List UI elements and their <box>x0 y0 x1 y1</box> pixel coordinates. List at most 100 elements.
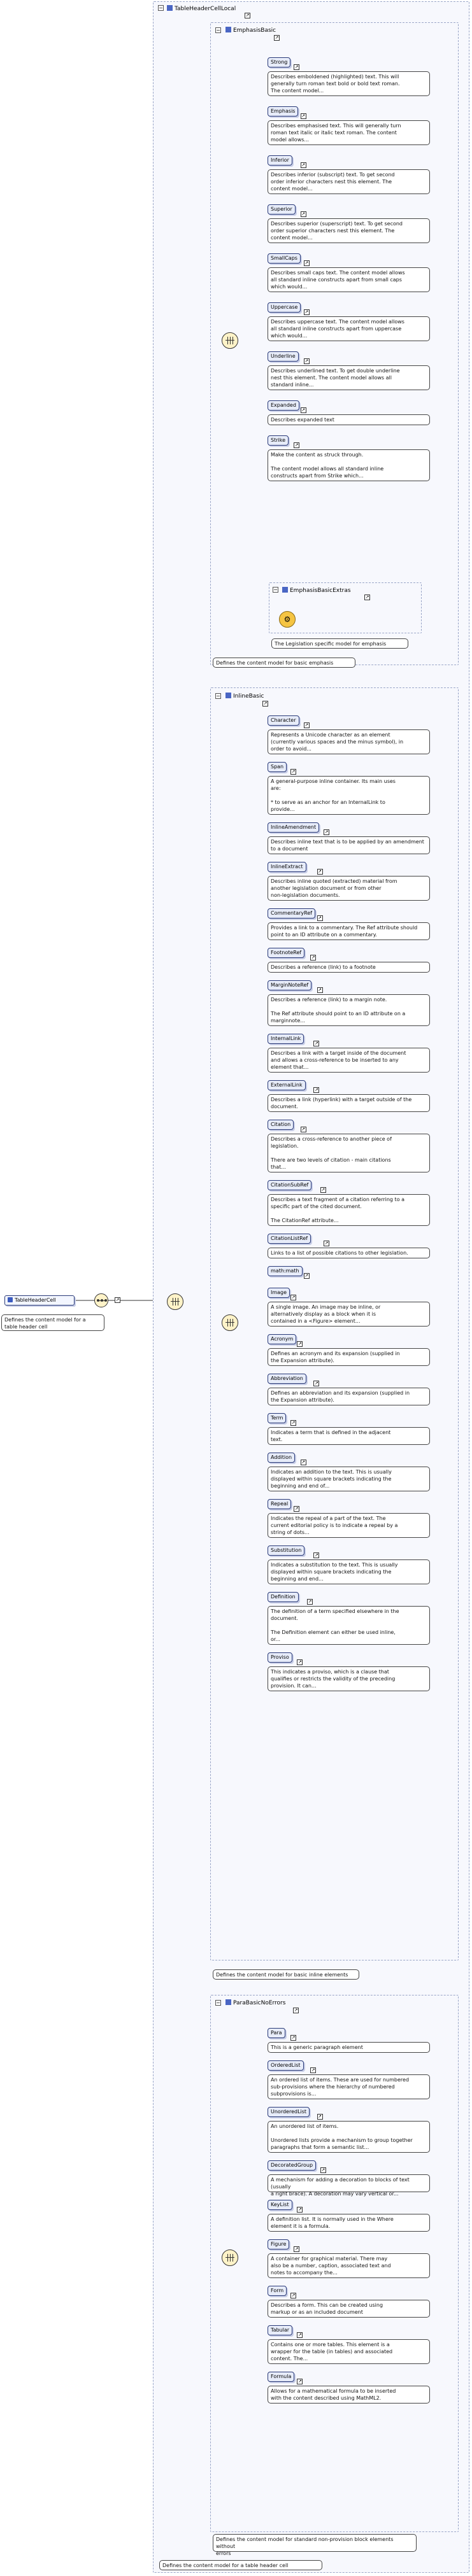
element-node[interactable]: Definition <box>268 1592 299 1602</box>
element-node[interactable]: Figure <box>268 2239 290 2249</box>
element-node[interactable]: Abbreviation <box>268 1374 306 1384</box>
element-label: Tabular <box>271 2327 290 2333</box>
element-link-icon[interactable]: ↗ <box>320 2167 326 2173</box>
element-node[interactable]: Strong <box>268 57 291 67</box>
element-link-icon[interactable]: ↗ <box>300 211 306 217</box>
element-link-icon[interactable]: ↗ <box>294 2246 300 2252</box>
element-description: A mechanism for adding a decoration to b… <box>268 2174 430 2197</box>
element-link-icon[interactable]: ↗ <box>294 64 300 70</box>
element-link-icon[interactable]: ↗ <box>300 1460 306 1465</box>
root-link-icon[interactable]: ↗ <box>115 1297 120 1303</box>
element-link-icon[interactable]: ↗ <box>307 1599 313 1605</box>
element-link-icon[interactable]: ↗ <box>313 1381 320 1386</box>
element-node[interactable]: Para <box>268 2028 285 2038</box>
collapse-toggle-para[interactable]: − <box>215 2000 221 2006</box>
collapse-toggle-emphasis[interactable]: − <box>215 27 221 33</box>
element-link-icon[interactable]: ↗ <box>303 722 310 728</box>
element-link-icon[interactable]: ↗ <box>290 1420 296 1426</box>
element-link-icon[interactable]: ↗ <box>313 1552 320 1558</box>
element-node[interactable]: Citation <box>268 1120 294 1130</box>
element-node[interactable]: CitationSubRef <box>268 1180 312 1190</box>
element-link-icon[interactable]: ↗ <box>300 1127 306 1132</box>
element-node[interactable]: DecoratedGroup <box>268 2160 317 2171</box>
element-link-icon[interactable]: ↗ <box>317 869 323 875</box>
element-link-icon[interactable]: ↗ <box>303 260 310 266</box>
element-link-icon[interactable]: ↗ <box>324 1241 329 1246</box>
element-node[interactable]: Character <box>268 715 299 726</box>
element-node[interactable]: Tabular <box>268 2325 293 2335</box>
element-node[interactable]: Uppercase <box>268 302 301 313</box>
para-choice-icon[interactable] <box>222 2249 238 2266</box>
element-link-icon[interactable]: ↗ <box>317 2114 323 2120</box>
inline-choice-icon[interactable] <box>222 1314 238 1331</box>
element-node[interactable]: InlineExtract <box>268 862 306 872</box>
element-node[interactable]: Formula <box>268 2372 295 2382</box>
element-link-icon[interactable]: ↗ <box>300 407 306 413</box>
inline-link-icon[interactable]: ↗ <box>262 701 268 707</box>
element-link-icon[interactable]: ↗ <box>324 829 329 835</box>
element-link-icon[interactable]: ↗ <box>303 309 310 315</box>
element-node[interactable]: Addition <box>268 1453 296 1463</box>
collapse-toggle-inline[interactable]: − <box>215 693 221 699</box>
element-node[interactable]: Form <box>268 2286 287 2296</box>
element-node[interactable]: FootnoteRef <box>268 948 305 958</box>
element-link-icon[interactable]: ↗ <box>290 1295 296 1300</box>
element-node[interactable]: Image <box>268 1288 290 1298</box>
element-node[interactable]: Substitution <box>268 1545 305 1556</box>
element-node[interactable]: Emphasis <box>268 106 299 116</box>
element-link-icon[interactable]: ↗ <box>300 113 306 119</box>
para-link-icon[interactable]: ↗ <box>293 2008 299 2013</box>
element-link-icon[interactable]: ↗ <box>290 2293 296 2298</box>
element-node[interactable]: OrderedList <box>268 2060 304 2071</box>
element-link-icon[interactable]: ↗ <box>320 1187 326 1193</box>
sequence-compositor-icon[interactable] <box>94 1293 108 1307</box>
element-node[interactable]: Expanded <box>268 400 299 411</box>
element-node[interactable]: ExternalLink <box>268 1080 306 1090</box>
element-node[interactable]: Term <box>268 1413 287 1423</box>
extras-link-icon[interactable]: ↗ <box>364 595 370 600</box>
extension-icon[interactable]: ⚙ <box>279 611 296 628</box>
element-link-icon[interactable]: ↗ <box>317 987 323 993</box>
element-node[interactable]: MarginNoteRef <box>268 980 312 990</box>
element-link-icon[interactable]: ↗ <box>290 2035 296 2041</box>
element-node[interactable]: InlineAmendment <box>268 822 320 833</box>
element-node[interactable]: Strike <box>268 435 289 446</box>
element-node[interactable]: UnorderedList <box>268 2107 310 2117</box>
element-node[interactable]: Inferior <box>268 155 292 165</box>
element-link-icon[interactable]: ↗ <box>313 1087 320 1093</box>
element-node[interactable]: Superior <box>268 204 296 215</box>
element-node[interactable]: Span <box>268 762 287 772</box>
emphasis-choice-icon[interactable] <box>222 332 238 349</box>
element-link-icon[interactable]: ↗ <box>300 162 306 168</box>
element-node[interactable]: Repeal <box>268 1499 292 1509</box>
element-link-icon[interactable]: ↗ <box>297 2379 303 2384</box>
element-node[interactable]: Proviso <box>268 1652 292 1663</box>
element-link-icon[interactable]: ↗ <box>303 358 310 364</box>
emphasis-link-icon[interactable]: ↗ <box>274 35 280 41</box>
element-link-icon[interactable]: ↗ <box>310 2067 317 2073</box>
element-node[interactable]: KeyList <box>268 2200 292 2210</box>
element-link-icon[interactable]: ↗ <box>297 1659 303 1665</box>
element-link-icon[interactable]: ↗ <box>294 442 300 448</box>
element-node[interactable]: SmallCaps <box>268 253 301 264</box>
element-node[interactable]: InternalLink <box>268 1034 304 1044</box>
element-node[interactable]: Underline <box>268 351 299 362</box>
element-link-icon[interactable]: ↗ <box>303 1273 310 1279</box>
element-link-icon[interactable]: ↗ <box>290 769 296 775</box>
element-node[interactable]: math:math <box>268 1266 303 1276</box>
root-element-table-header-cell[interactable]: TableHeaderCell <box>4 1295 75 1306</box>
element-link-icon[interactable]: ↗ <box>310 955 317 961</box>
element-link-icon[interactable]: ↗ <box>297 2207 303 2213</box>
element-link-icon[interactable]: ↗ <box>297 2332 303 2338</box>
local-link-icon[interactable]: ↗ <box>245 13 250 18</box>
element-link-icon[interactable]: ↗ <box>294 1506 300 1512</box>
choice-compositor-icon[interactable] <box>167 1293 183 1310</box>
element-node[interactable]: Acronym <box>268 1334 297 1344</box>
collapse-toggle-extras[interactable]: − <box>273 587 278 593</box>
element-node[interactable]: CommentaryRef <box>268 908 316 918</box>
element-link-icon[interactable]: ↗ <box>313 1041 320 1046</box>
element-link-icon[interactable]: ↗ <box>297 1341 303 1347</box>
element-link-icon[interactable]: ↗ <box>317 915 323 921</box>
element-node[interactable]: CitationListRef <box>268 1234 311 1244</box>
collapse-toggle-local[interactable]: − <box>158 5 164 11</box>
